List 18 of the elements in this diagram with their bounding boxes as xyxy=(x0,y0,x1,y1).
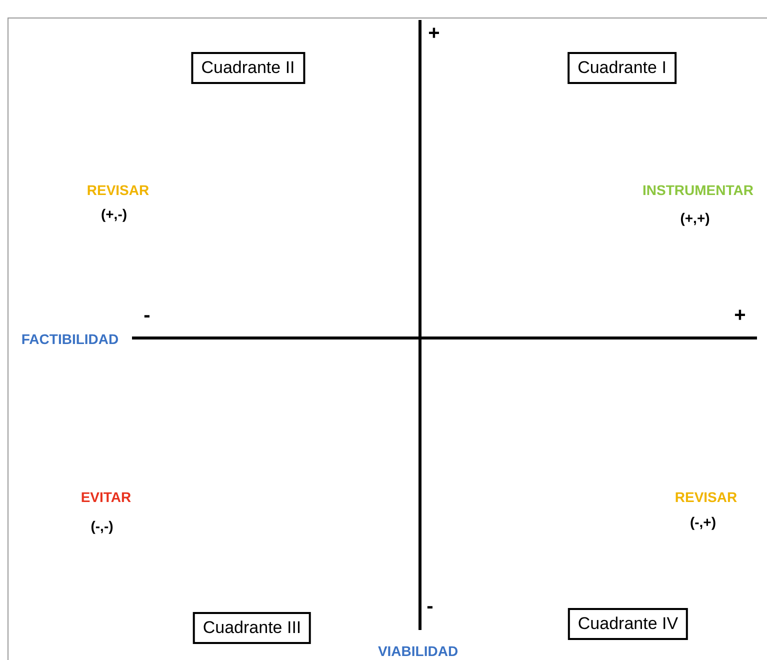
quadrant-box: Cuadrante IV xyxy=(568,608,688,640)
sign-label: + xyxy=(734,304,746,328)
sign-label: + xyxy=(428,22,440,46)
quadrant-box: Cuadrante II xyxy=(191,52,305,84)
sign-pair-label: (+,-) xyxy=(100,206,128,222)
quadrant-box: Cuadrante III xyxy=(192,612,312,644)
sign-label: - xyxy=(144,304,150,328)
axis-label: VIABILIDAD xyxy=(378,643,458,659)
axis-label: FACTIBILIDAD xyxy=(21,331,119,347)
quadrant-label: REVISAR xyxy=(674,489,738,505)
sign-pair-label: (+,+) xyxy=(680,210,710,226)
quadrant-label: REVISAR xyxy=(86,182,150,198)
sign-pair-label: (-,+) xyxy=(690,514,716,530)
sign-label: - xyxy=(426,596,434,618)
sign-pair-label: (-,-) xyxy=(90,518,114,534)
quadrant-label: EVITAR xyxy=(80,489,132,505)
quadrant-box: Cuadrante I xyxy=(568,52,676,84)
quadrant-label: INSTRUMENTAR xyxy=(642,182,754,198)
